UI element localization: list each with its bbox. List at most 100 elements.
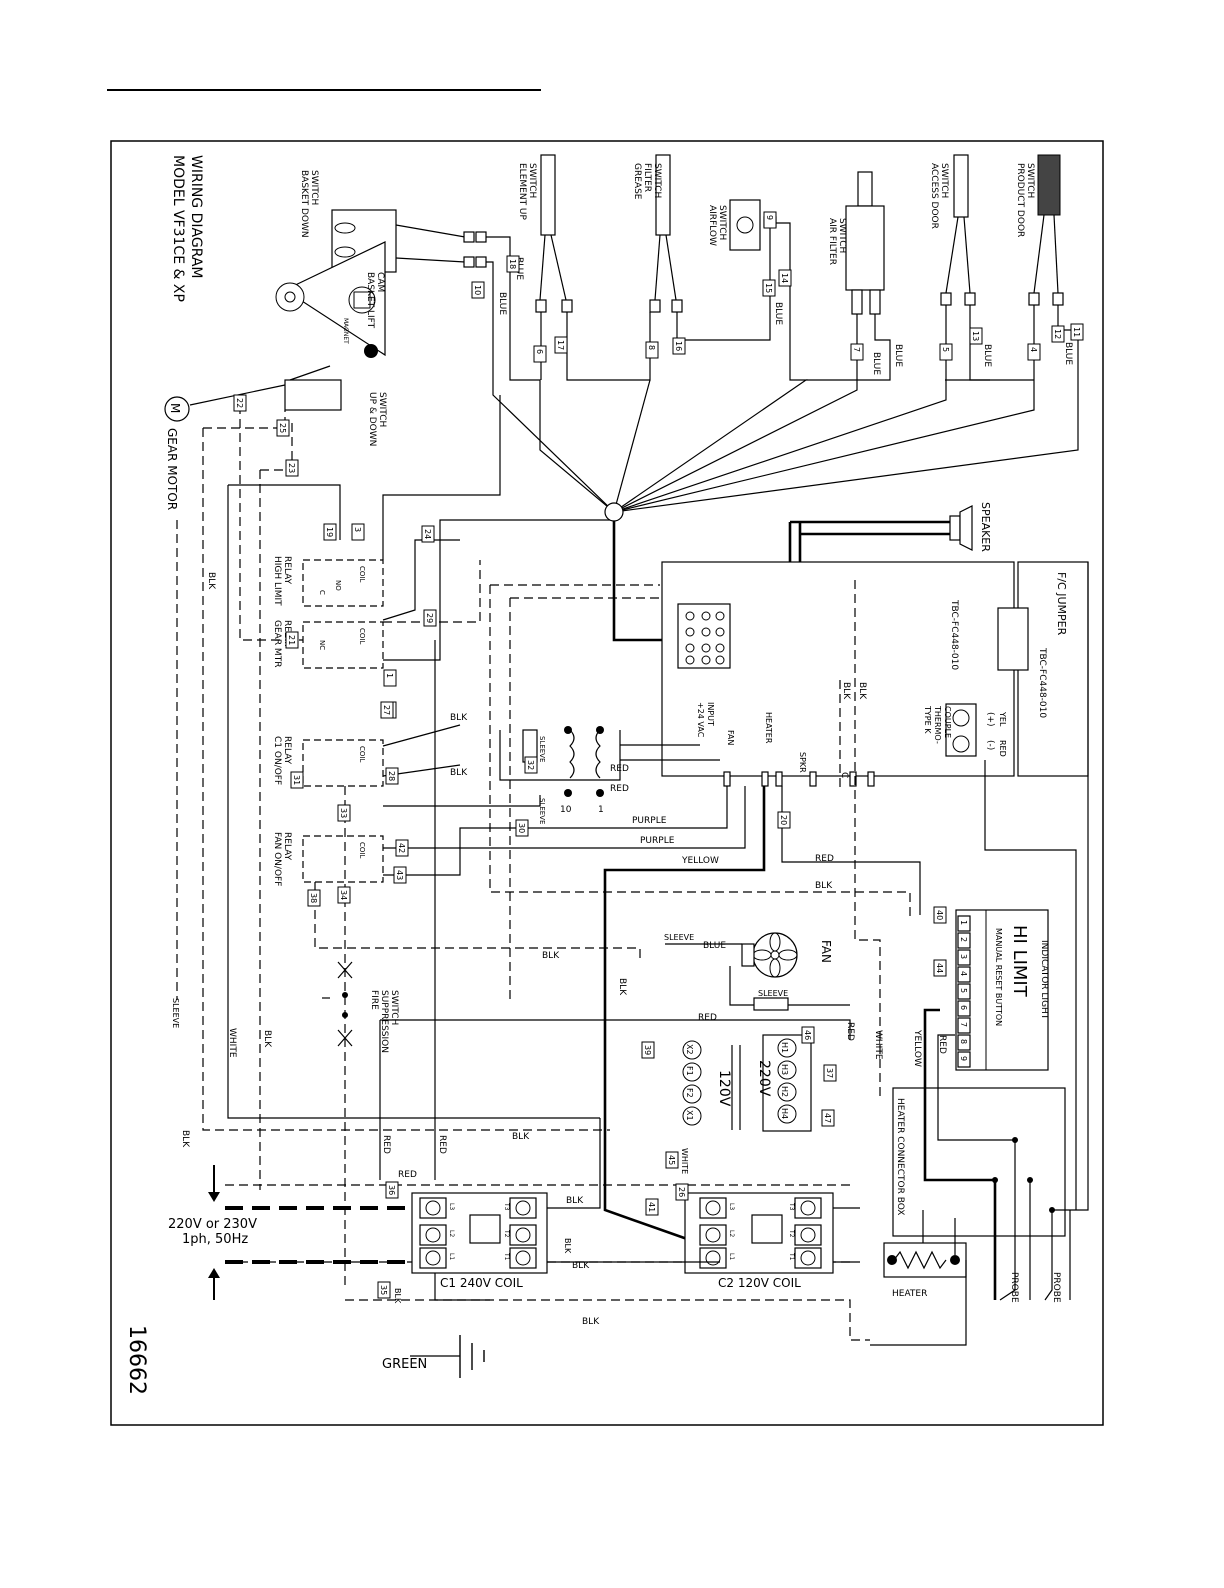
controller-code: TBC-FC448-010 xyxy=(949,599,959,670)
product-door-switch: PRODUCT DOOR SWITCH xyxy=(1015,154,1064,306)
wire-tag-text: 15 xyxy=(764,283,773,293)
wire-tag-text: 28 xyxy=(387,771,396,781)
high-limit-relay-label1: HIGH LIMIT xyxy=(272,556,282,606)
hi-limit-terminal-text: 3 xyxy=(959,954,968,959)
wire-tag-text: 34 xyxy=(339,890,348,900)
transformer-terminal-f1: F1 xyxy=(682,1062,702,1082)
product-door-label1: PRODUCT DOOR xyxy=(1015,163,1025,237)
wire-tag-40: 40 xyxy=(933,906,947,924)
wire-tag-29: 29 xyxy=(423,609,437,627)
speaker-label: SPEAKER xyxy=(979,502,992,552)
wire-label-blk: BLK xyxy=(450,713,468,723)
wire-tag-45: 45 xyxy=(665,1151,679,1169)
wire-label-blue: BLUE xyxy=(893,344,903,367)
airflow-label2: SWITCH xyxy=(717,205,727,240)
wire-label-blk: BLK xyxy=(572,1261,590,1271)
hi-limit-terminal-text: 2 xyxy=(959,937,968,942)
wire-tag-23: 23 xyxy=(285,459,299,477)
wire-tag-43: 43 xyxy=(393,866,407,884)
drawing-number: 16662 xyxy=(124,1325,149,1395)
harness-junction xyxy=(604,502,624,522)
wire-tag-14: 14 xyxy=(778,269,792,287)
hi-limit-terminal-text: 8 xyxy=(959,1039,968,1044)
gear-motor: M GEAR MOTOR xyxy=(164,384,286,1000)
controller-connector xyxy=(677,603,731,669)
wire-tag-text: 14 xyxy=(780,273,789,283)
wire-label-blk: BLK xyxy=(566,1196,584,1206)
c1-label: C1 240V COIL xyxy=(440,1276,523,1290)
heater-label: HEATER xyxy=(892,1289,927,1299)
fan-relay-coil: COIL xyxy=(358,842,366,858)
c2-load-terminal-t3: T3 xyxy=(788,1197,822,1219)
indicator-light-label: INDICATOR LIGHT xyxy=(1039,940,1049,1020)
wire-label-red: RED xyxy=(845,1022,855,1041)
c2-line-terminal-l2: L2 xyxy=(699,1224,735,1246)
fire-suppression-label1: FIRE xyxy=(369,990,379,1010)
wire-tag-text: 19 xyxy=(325,527,334,537)
wire-tag-text: 29 xyxy=(425,613,434,623)
c2-load-terminal-t2: T2 xyxy=(788,1224,822,1246)
basket-lift-cam-label1: BASKET LIFT xyxy=(365,272,375,329)
wire-tag-text: 27 xyxy=(382,705,391,715)
contactor-load-text: T2 xyxy=(503,1229,510,1238)
wire-label-red: RED xyxy=(381,1135,391,1154)
fc-jumper-code: TBC-FC448-010 xyxy=(1037,647,1047,718)
transformer-terminal-text: F1 xyxy=(685,1066,694,1076)
up-down-switch-label1: UP & DOWN xyxy=(367,392,377,446)
wire-tag-text: 6 xyxy=(535,349,544,354)
wire-tag-text: 11 xyxy=(1072,327,1081,337)
wire-tag-text: 42 xyxy=(397,843,406,853)
contactor-load-text: T1 xyxy=(788,1252,795,1261)
wire-number-tags: 1234567891011121314151617181920212223242… xyxy=(233,211,1084,1299)
transformer-tap-10: 10 xyxy=(560,805,572,815)
wire-tag-text: 46 xyxy=(803,1030,812,1040)
wire-tag-text: 8 xyxy=(647,345,656,350)
wire-label-sleeve: SLEEVE xyxy=(538,798,546,824)
speaker: SPEAKER xyxy=(949,502,992,552)
transformer-terminal-h3: H3 xyxy=(777,1060,797,1080)
hi-limit-terminal-6: 6 xyxy=(957,1000,971,1017)
thermocouple-terminal: TYPE K THERMO- COUPLE (+) (-) YEL RED xyxy=(923,703,1007,757)
wire-label-purple: PURPLE xyxy=(632,816,667,826)
wire-label-purple: PURPLE xyxy=(640,836,675,846)
wire-label-blk: BLK xyxy=(206,572,216,590)
wire-tag-34: 34 xyxy=(337,886,351,904)
wire-label-blue: BLUE xyxy=(773,302,783,325)
transformer-terminal-text: H4 xyxy=(780,1108,789,1119)
hi-limit-terminal-text: 4 xyxy=(959,971,968,976)
gear-mtr-relay-nc: NC xyxy=(318,640,326,650)
wire-label-blk: BLK xyxy=(512,1132,530,1142)
wire-tag-text: 1 xyxy=(385,673,394,678)
wire-tag-20: 20 xyxy=(777,811,791,829)
diagram-frame xyxy=(110,140,1104,1426)
wire-tag-22: 22 xyxy=(233,394,247,412)
wire-label-blue: BLUE xyxy=(497,292,507,315)
grease-filter-label3: SWITCH xyxy=(652,163,662,198)
tc-wire-red: RED xyxy=(998,740,1007,757)
manual-reset-label: MANUAL RESET BUTTON xyxy=(994,928,1003,1026)
wire-label-blk: BLK xyxy=(857,682,867,700)
wire-tag-5: 5 xyxy=(939,343,953,361)
wire-tag-text: 40 xyxy=(935,910,944,920)
basket-down-switch-label1: BASKET DOWN xyxy=(299,170,309,238)
wire-tag-42: 42 xyxy=(395,839,409,857)
wire-tag-35: 35 xyxy=(377,1281,391,1299)
hi-limit-terminal-4: 4 xyxy=(957,966,971,983)
tc-label1: TYPE K xyxy=(923,705,932,734)
wire-label-white: WHITE xyxy=(680,1148,689,1174)
c1-load-terminal-t2: T2 xyxy=(503,1224,537,1246)
power-supply: 220V or 230V 1ph, 50Hz xyxy=(168,1165,412,1300)
wire-tag-11: 11 xyxy=(1070,323,1084,341)
wire-tag-41: 41 xyxy=(645,1198,659,1216)
spkr-label: SPKR xyxy=(798,752,807,773)
probe-label-1: PROBE xyxy=(1009,1272,1019,1303)
wire-label-sleeve: SLEEVE xyxy=(538,736,546,762)
wire-label-blue: BLUE xyxy=(703,941,726,951)
motor-symbol: M xyxy=(168,403,182,413)
wire-tag-text: 39 xyxy=(643,1045,652,1055)
wire-tag-text: 17 xyxy=(556,340,565,350)
c2-load-terminal-t1: T1 xyxy=(788,1247,822,1269)
wire-tag-text: 13 xyxy=(971,331,980,341)
probe-label-2: PROBE xyxy=(1051,1272,1061,1303)
